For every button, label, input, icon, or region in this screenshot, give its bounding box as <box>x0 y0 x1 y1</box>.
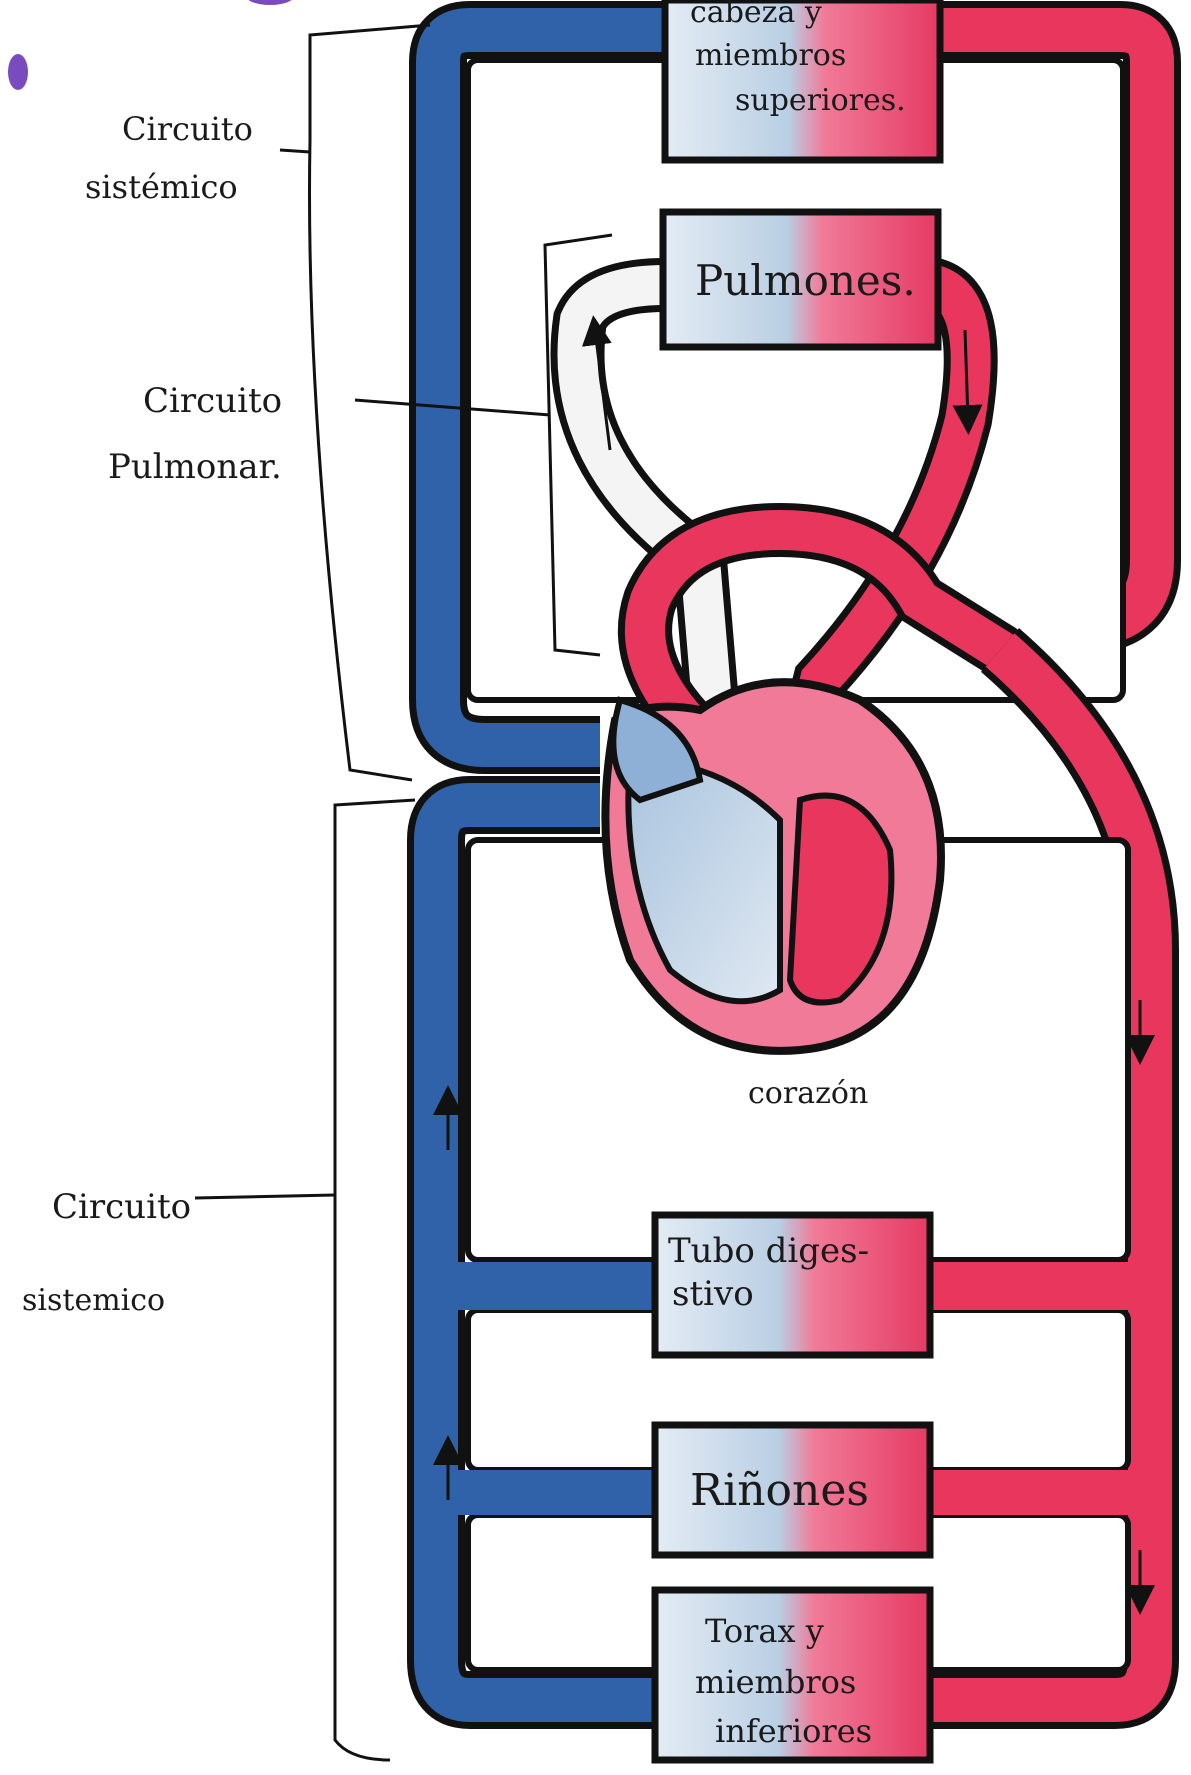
label-systemic-top-2: sistémico <box>85 168 238 206</box>
label-systemic-top-1: Circuito <box>122 110 253 148</box>
organ-lungs-label: Pulmones. <box>695 256 916 305</box>
label-systemic-bottom-2: sistemico <box>22 1283 165 1318</box>
organ-thorax: Torax y miembros inferiores <box>655 1590 930 1760</box>
organ-kidneys-label: Riñones <box>690 1465 869 1516</box>
organ-kidneys: Riñones <box>655 1425 930 1555</box>
organ-thorax-line2: miembros <box>695 1663 856 1701</box>
label-systemic-bottom-1: Circuito <box>52 1187 191 1227</box>
organ-thorax-line3: inferiores <box>715 1712 872 1750</box>
organ-digestive: Tubo diges- stivo <box>655 1215 930 1355</box>
label-pulmonary-1: Circuito <box>143 381 282 421</box>
organ-head-line3: superiores. <box>735 83 906 118</box>
ink-blot <box>8 54 28 90</box>
organ-head-line1: cabeza y <box>690 0 822 30</box>
organ-digestive-line1: Tubo diges- <box>668 1231 869 1271</box>
bracket-systemic-top <box>280 25 430 780</box>
organ-head: cabeza y miembros superiores. <box>665 0 940 160</box>
label-pulmonary-2: Pulmonar. <box>108 447 282 487</box>
heart-label: corazón <box>748 1076 868 1111</box>
organ-head-line2: miembros <box>695 38 846 73</box>
bracket-systemic-bottom <box>195 800 415 1760</box>
organ-lungs: Pulmones. <box>663 212 938 347</box>
organ-thorax-line1: Torax y <box>705 1612 824 1650</box>
organ-digestive-line2: stivo <box>672 1274 754 1314</box>
